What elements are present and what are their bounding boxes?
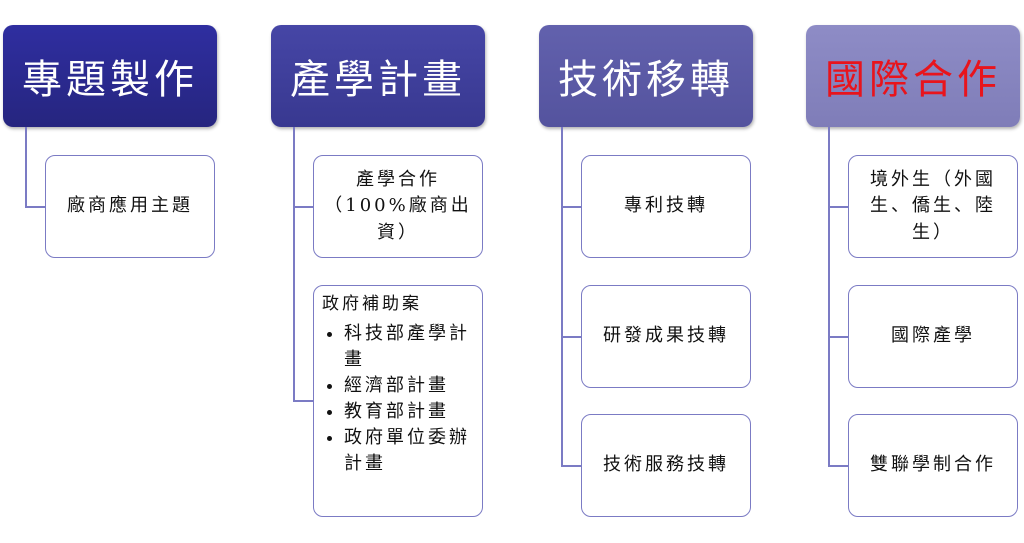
connector xyxy=(828,336,848,338)
grant-item: 教育部計畫 xyxy=(344,399,474,425)
grant-item: 經濟部計畫 xyxy=(344,373,474,399)
header-label: 專題製作 xyxy=(22,57,198,103)
header-label: 國際合作 xyxy=(825,57,1001,103)
node-industry-cooperation: 產學合作 （100%廠商出資） xyxy=(313,155,483,258)
connector xyxy=(25,127,27,207)
node-sublabel: （100%廠商出資） xyxy=(324,195,472,243)
header-project: 專題製作 xyxy=(3,25,217,127)
grant-list: 科技部產學計畫 經濟部計畫 教育部計畫 政府單位委辦計畫 xyxy=(322,321,474,478)
connector xyxy=(293,400,313,402)
node-rd-transfer: 研發成果技轉 xyxy=(581,285,751,388)
connector xyxy=(293,206,313,208)
node-label: 廠商應用主題 xyxy=(67,195,193,217)
node-vendor-topic: 廠商應用主題 xyxy=(45,155,215,258)
node-label: 國際產學 xyxy=(891,325,975,347)
node-label: 研發成果技轉 xyxy=(603,325,729,347)
header-international: 國際合作 xyxy=(806,25,1020,127)
connector xyxy=(293,127,295,401)
node-service-transfer: 技術服務技轉 xyxy=(581,414,751,517)
header-label: 產學計畫 xyxy=(290,57,466,103)
connector xyxy=(561,465,581,467)
node-label: 雙聯學制合作 xyxy=(870,454,996,476)
node-overseas-students: 境外生（外國生、僑生、陸生） xyxy=(848,155,1018,258)
node-intl-industry: 國際產學 xyxy=(848,285,1018,388)
connector xyxy=(828,127,830,466)
header-label: 技術移轉 xyxy=(558,57,734,103)
node-label: 政府補助案 xyxy=(322,294,422,314)
node-label: 產學合作 xyxy=(356,169,440,191)
connector xyxy=(25,206,45,208)
node-patent-transfer: 專利技轉 xyxy=(581,155,751,258)
node-label: 技術服務技轉 xyxy=(603,454,729,476)
grant-item: 政府單位委辦計畫 xyxy=(344,425,474,477)
connector xyxy=(561,127,563,466)
header-industry-academia: 產學計畫 xyxy=(271,25,485,127)
connector xyxy=(561,336,581,338)
header-tech-transfer: 技術移轉 xyxy=(539,25,753,127)
node-government-grants: 政府補助案 科技部產學計畫 經濟部計畫 教育部計畫 政府單位委辦計畫 xyxy=(313,285,483,517)
connector xyxy=(828,206,848,208)
node-dual-degree: 雙聯學制合作 xyxy=(848,414,1018,517)
node-label: 境外生（外國生、僑生、陸生） xyxy=(870,169,996,243)
connector xyxy=(561,206,581,208)
node-label: 專利技轉 xyxy=(624,195,708,217)
connector xyxy=(828,465,848,467)
grant-item: 科技部產學計畫 xyxy=(344,321,474,373)
